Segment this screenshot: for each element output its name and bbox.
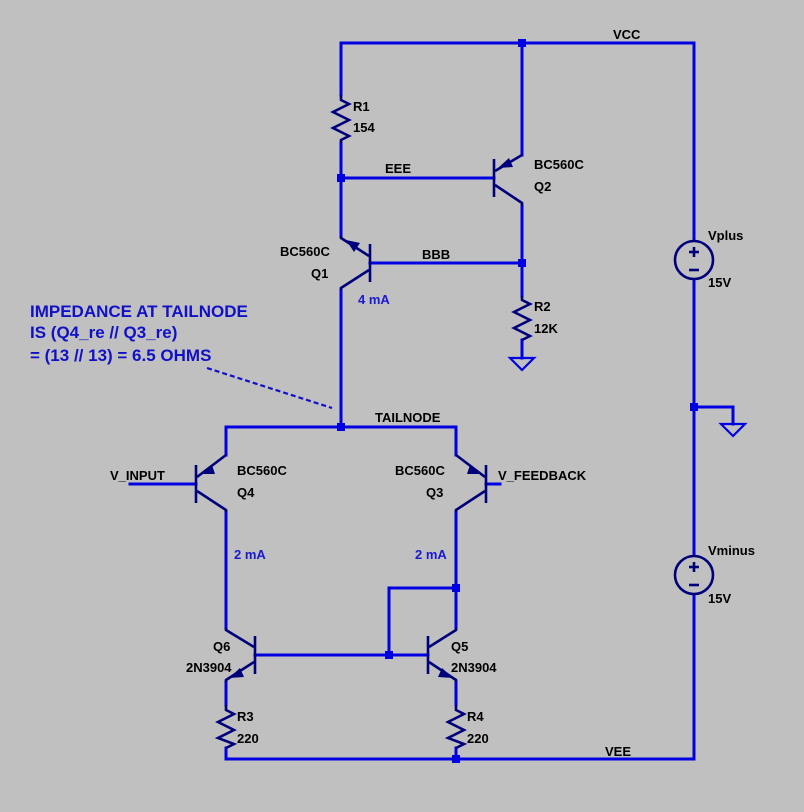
junction-bbb xyxy=(518,259,526,267)
r4-name: R4 xyxy=(467,709,484,724)
net-labels: VCC EEE BBB TAILNODE V_INPUT V_FEEDBACK … xyxy=(110,27,641,759)
transistor-q6[interactable] xyxy=(224,628,257,682)
q6-name: Q6 xyxy=(213,639,230,654)
note-leader-line xyxy=(206,366,333,410)
junction-q5-collector xyxy=(452,584,460,592)
net-label-vee: VEE xyxy=(605,744,631,759)
net-label-v-input: V_INPUT xyxy=(110,468,165,483)
junction-vcc xyxy=(518,39,526,47)
resistor-r4[interactable] xyxy=(444,705,468,750)
q3-name: Q3 xyxy=(426,485,443,500)
resistor-r2[interactable] xyxy=(511,296,533,342)
resistor-r1[interactable] xyxy=(330,95,352,143)
q2-name: Q2 xyxy=(534,179,551,194)
impedance-note: IMPEDANCE AT TAILNODE IS (Q4_re // Q3_re… xyxy=(30,302,248,365)
current-q4: 2 mA xyxy=(234,547,266,562)
junctions xyxy=(337,39,698,763)
note-line-2: IS (Q4_re // Q3_re) xyxy=(30,323,177,342)
vplus-value: 15V xyxy=(708,275,731,290)
current-q1: 4 mA xyxy=(358,292,390,307)
q1-name: Q1 xyxy=(311,266,328,281)
component-labels: R1 154 BC560C Q2 BC560C Q1 R2 12K BC560C… xyxy=(186,99,755,746)
wire-tailnode xyxy=(224,425,458,457)
r1-value: 154 xyxy=(353,120,375,135)
transistor-q5[interactable] xyxy=(426,628,458,682)
r2-value: 12K xyxy=(534,321,558,336)
q2-model: BC560C xyxy=(534,157,584,172)
voltage-source-vminus[interactable] xyxy=(673,554,715,596)
wire-vcc-rail xyxy=(339,41,696,242)
wire-vee-rail xyxy=(224,594,696,761)
transistor-q3[interactable] xyxy=(454,453,488,512)
net-label-vcc: VCC xyxy=(613,27,641,42)
vplus-name: Vplus xyxy=(708,228,743,243)
transistor-q2[interactable] xyxy=(492,153,524,206)
wire-supply-gnd xyxy=(692,405,735,426)
current-q3: 2 mA xyxy=(415,547,447,562)
junction-mirror-base xyxy=(385,651,393,659)
q5-name: Q5 xyxy=(451,639,468,654)
wire-q5-diode xyxy=(387,586,458,657)
resistor-r3[interactable] xyxy=(214,705,238,750)
junction-tailnode xyxy=(337,423,345,431)
q5-model: 2N3904 xyxy=(451,660,497,675)
note-line-1: IMPEDANCE AT TAILNODE xyxy=(30,302,248,321)
q3-model: BC560C xyxy=(395,463,445,478)
q1-model: BC560C xyxy=(280,244,330,259)
net-label-bbb: BBB xyxy=(422,247,450,262)
q4-name: Q4 xyxy=(237,485,255,500)
r2-name: R2 xyxy=(534,299,551,314)
q6-model: 2N3904 xyxy=(186,660,232,675)
transistor-q1[interactable] xyxy=(339,236,372,290)
net-label-v-feedback: V_FEEDBACK xyxy=(498,468,587,483)
junction-vee xyxy=(452,755,460,763)
r3-name: R3 xyxy=(237,709,254,724)
net-label-eee: EEE xyxy=(385,161,411,176)
current-labels: 4 mA 2 mA 2 mA xyxy=(234,292,447,562)
q4-model: BC560C xyxy=(237,463,287,478)
note-line-3: = (13 // 13) = 6.5 OHMS xyxy=(30,346,211,365)
vminus-value: 15V xyxy=(708,591,731,606)
junction-eee xyxy=(337,174,345,182)
ground-icon xyxy=(718,422,748,438)
r1-name: R1 xyxy=(353,99,370,114)
ground-icon xyxy=(507,356,537,372)
net-label-tailnode: TAILNODE xyxy=(375,410,441,425)
vminus-name: Vminus xyxy=(708,543,755,558)
voltage-source-vplus[interactable] xyxy=(673,239,715,281)
junction-gnd xyxy=(690,403,698,411)
transistor-q4[interactable] xyxy=(194,453,228,512)
r4-value: 220 xyxy=(467,731,489,746)
r3-value: 220 xyxy=(237,731,259,746)
